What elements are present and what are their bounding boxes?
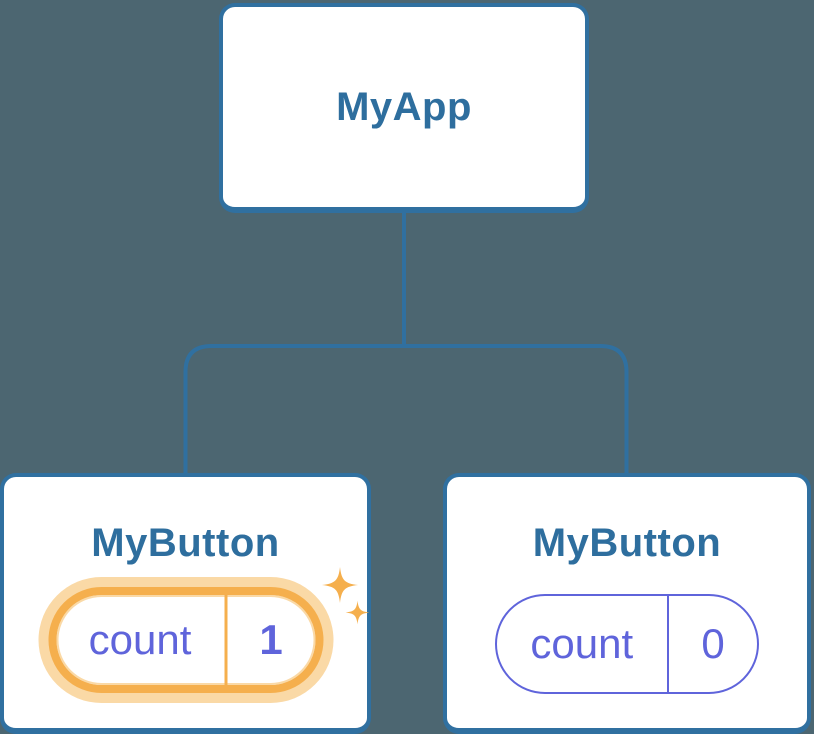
tree-node-mybutton-normal: MyButton count 0	[443, 473, 811, 734]
connector-branch-bracket	[183, 344, 629, 475]
state-key-label: count	[88, 616, 192, 663]
state-pill-highlighted: count 1	[48, 587, 323, 693]
sparkle-icon	[321, 566, 359, 604]
pill-divider	[666, 596, 669, 692]
state-pill: count 0	[495, 594, 759, 694]
state-key-label: count	[530, 620, 634, 667]
tree-node-mybutton-highlighted: MyButton count 1	[0, 473, 371, 734]
state-value: 0	[701, 620, 725, 667]
pill-divider	[224, 595, 227, 685]
sparkle-icon	[345, 600, 370, 625]
state-value: 1	[259, 616, 283, 663]
node-label: MyApp	[336, 84, 472, 129]
tree-node-root-myapp: MyApp	[219, 3, 589, 213]
node-label: MyButton	[91, 521, 280, 565]
node-label: MyButton	[532, 521, 722, 565]
